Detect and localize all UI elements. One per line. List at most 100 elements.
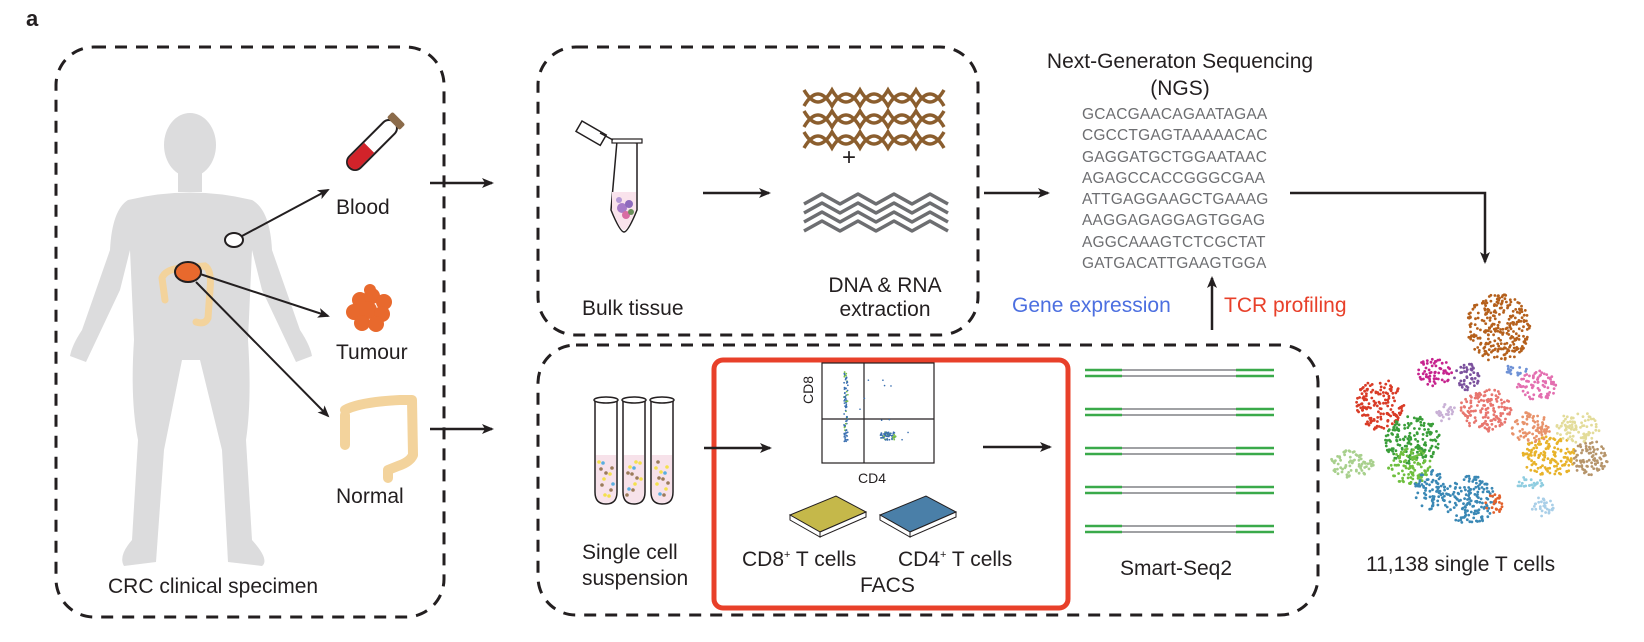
tsne-cell [1462,502,1465,505]
tsne-cell [1465,503,1469,507]
tsne-cell [1451,492,1455,496]
tsne-cell [1467,479,1471,483]
tsne-cell [1515,310,1519,314]
tsne-cell [1395,426,1399,430]
tsne-cell [1407,439,1411,443]
tsne-cell [1487,426,1491,429]
tsne-cell [1519,434,1523,438]
tsne-cell [1490,393,1494,397]
tsne-cell [1483,505,1486,509]
tsne-cell [1463,497,1466,500]
tsne-cell [1437,409,1441,413]
tsne-cell [1494,397,1498,401]
tsne-cell [1462,516,1466,519]
tsne-cell [1482,399,1486,403]
tsne-cell [1430,444,1434,448]
tsne-cell [1457,492,1461,496]
tsne-cell [1594,423,1598,426]
tsne-cell [1554,383,1558,387]
extraction-label: DNA & RNA extraction [790,274,980,322]
facs-event [846,393,849,396]
tsne-cell [1463,486,1466,489]
tsne-cell [1351,450,1355,454]
tsne-cell [1431,422,1435,426]
tsne-cell [1465,518,1469,522]
tsne-cell [1520,481,1524,485]
tsne-cell [1427,368,1431,372]
tsne-cell [1548,466,1552,470]
tsne-cell [1409,450,1413,454]
panel-label: a [26,6,39,31]
tsne-cell [1423,428,1426,431]
tsne-cell [1399,405,1402,409]
tsne-cell [1513,316,1517,320]
tsne-cell [1359,466,1363,470]
tsne-cell [1567,463,1571,467]
tsne-cell [1460,371,1464,374]
tsne-cell [1423,469,1427,473]
tsne-cell [1565,447,1569,451]
tsne-cell [1572,457,1576,460]
sequence-line: GATGACATTGAAGTGGA [1082,255,1267,273]
tsne-cell [1467,513,1471,517]
tsne-cell [1386,392,1389,395]
tsne-cell [1501,412,1505,415]
tsne-cell [1526,432,1529,436]
tsne-cell [1517,327,1521,331]
facs-x-axis-label: CD4 [858,470,887,486]
tsne-cell [1379,412,1383,415]
tsne-cell [1486,509,1490,513]
tsne-cell [1473,323,1477,326]
tsne-cell [1511,340,1515,344]
tsne-cell [1369,421,1372,425]
tsne-cell [1405,461,1409,465]
facs-event [891,434,894,437]
tsne-cell [1438,489,1442,493]
tsne-cell [1540,395,1543,399]
tsne-cell [1488,316,1492,320]
tsne-cell [1470,364,1474,367]
tsne-cell [1536,386,1540,390]
cell-dot [609,488,613,492]
tsne-cell [1443,403,1447,406]
tsne-cell [1468,406,1471,410]
tsne-cell [1585,464,1589,468]
tsne-cell [1366,420,1369,424]
tsne-cell [1344,464,1348,467]
tsne-cell [1390,404,1394,407]
tsne-cell [1407,441,1410,445]
facs-event [845,401,848,404]
cell-dot [601,461,605,465]
tsne-cell [1475,500,1479,504]
tsne-cell [1523,421,1526,425]
tsne-cell [1425,434,1429,437]
tsne-cell [1382,412,1385,416]
facs-label: FACS [860,574,915,597]
tsne-cell [1488,512,1492,515]
tsne-cell [1364,406,1368,410]
tsne-cell [1490,486,1494,490]
tsne-cell [1381,391,1385,394]
tsne-cell [1580,464,1584,467]
tsne-cell [1377,410,1380,414]
tsne-cell [1540,500,1543,504]
tsne-cell [1566,420,1570,424]
tsne-cell [1418,427,1421,431]
tsne-cell [1387,466,1390,470]
tsne-cell [1536,429,1539,433]
tsne-cell [1572,451,1576,455]
tsne-cell [1520,329,1524,332]
tsne-cell [1369,390,1373,394]
tsne-cell [1357,410,1360,414]
facs-event [867,379,870,381]
tsne-cell [1499,398,1503,402]
tsne-cell [1406,437,1410,440]
tsne-cell [1570,416,1573,420]
tumour-site-marker [174,261,202,283]
tsne-cell [1455,369,1458,373]
tsne-cell [1467,494,1470,498]
arrow-to-blood [241,189,330,237]
tsne-cell [1412,456,1416,460]
tsne-cell [1543,466,1547,469]
tsne-cell [1491,349,1495,352]
